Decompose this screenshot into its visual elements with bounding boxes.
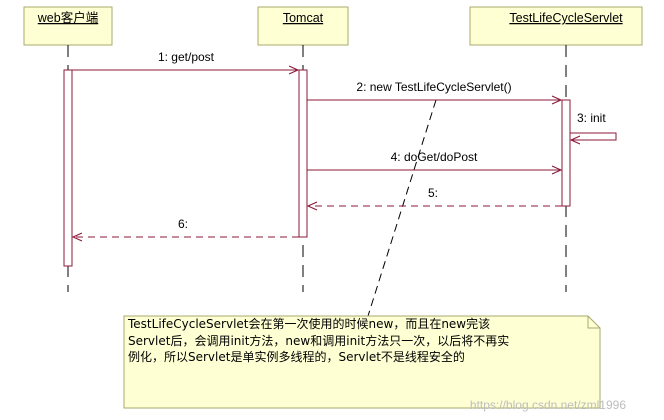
note-text: TestLifeCycleServlet会在第一次使用的时候new，而且在new… <box>128 316 598 366</box>
note-line: Servlet后，会调用init方法，new和调用init方法只一次，以后将不再… <box>128 333 510 348</box>
activation-servlet <box>561 99 571 207</box>
svg-text:web客户端: web客户端 <box>37 10 98 25</box>
message-3-init: 3: init <box>570 111 617 140</box>
lifeline-head-client: web客户端 <box>23 6 113 46</box>
lifeline-head-tomcat: Tomcat <box>257 6 349 46</box>
activation-client <box>63 69 73 267</box>
note-box <box>123 315 601 409</box>
svg-text:2: new TestLifeCycleServlet(): 2: new TestLifeCycleServlet() <box>356 80 511 94</box>
svg-text:6:: 6: <box>178 217 188 231</box>
message-2-new-servlet: 2: new TestLifeCycleServlet() <box>307 80 561 100</box>
svg-text:TestLifeCycleServlet: TestLifeCycleServlet <box>509 11 623 25</box>
svg-text:1: get/post: 1: get/post <box>158 50 215 64</box>
note-anchor-line <box>367 99 437 317</box>
svg-text:4: doGet/doPost: 4: doGet/doPost <box>391 150 478 164</box>
note-line: 例化，所以Servlet是单实例多线程的，Servlet不是线程安全的 <box>128 350 465 364</box>
message-5-return: 5: <box>308 186 562 206</box>
note-line: TestLifeCycleServlet会在第一次使用的时候new，而且在new… <box>128 317 491 331</box>
svg-text:3: init: 3: init <box>577 111 606 125</box>
message-6-return: 6: <box>73 217 299 237</box>
svg-text:Tomcat: Tomcat <box>283 11 324 25</box>
message-4-doget-dopost: 4: doGet/doPost <box>307 150 561 170</box>
message-1-get-post: 1: get/post <box>72 50 298 70</box>
watermark: https://blog.csdn.net/zml1996 <box>469 398 626 412</box>
lifeline-head-servlet: TestLifeCycleServlet <box>469 6 643 46</box>
svg-text:5:: 5: <box>428 186 438 200</box>
activation-tomcat <box>298 69 308 238</box>
